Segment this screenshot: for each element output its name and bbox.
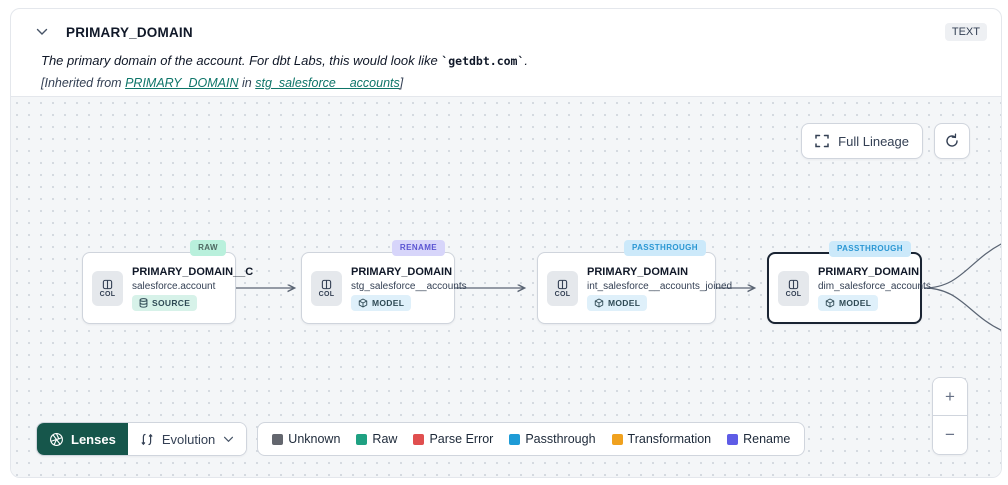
legend-label: Parse Error bbox=[429, 432, 494, 446]
lineage-canvas[interactable]: Full Lineage RAW COL bbox=[11, 96, 1001, 477]
inherited-column-link[interactable]: PRIMARY_DOMAIN bbox=[125, 76, 239, 90]
column-chip: COL bbox=[547, 270, 578, 306]
legend-swatch bbox=[356, 433, 368, 445]
evolution-tag: PASSTHROUGH bbox=[623, 240, 706, 256]
full-lineage-button[interactable]: Full Lineage bbox=[801, 123, 923, 159]
zoom-out-button[interactable]: − bbox=[933, 416, 967, 454]
lenses-control: Lenses Evolution bbox=[36, 422, 248, 456]
refresh-button[interactable] bbox=[934, 123, 970, 159]
resource-type-label: MODEL bbox=[372, 297, 405, 308]
column-header: PRIMARY_DOMAIN TEXT The primary domain o… bbox=[11, 9, 1001, 96]
legend-item-passthrough: Passthrough bbox=[509, 432, 596, 446]
node-subtitle: dim_salesforce_accounts bbox=[818, 280, 931, 292]
lens-selected-value: Evolution bbox=[161, 431, 216, 447]
full-lineage-label: Full Lineage bbox=[838, 133, 909, 149]
node-subtitle: salesforce.account bbox=[132, 280, 216, 292]
col-chip-label: COL bbox=[318, 290, 335, 298]
col-chip-label: COL bbox=[99, 290, 116, 298]
lineage-edges bbox=[236, 243, 1001, 331]
resource-type-label: SOURCE bbox=[152, 297, 191, 308]
zoom-in-button[interactable]: + bbox=[933, 378, 967, 416]
column-title: PRIMARY_DOMAIN bbox=[66, 24, 193, 40]
inherited-middle: in bbox=[238, 76, 256, 90]
lineage-node-intermediate[interactable]: PASSTHROUGH COL PRIMARY_DOMAIN int_sales… bbox=[537, 240, 732, 324]
columns-icon bbox=[557, 279, 568, 290]
col-chip-label: COL bbox=[785, 290, 802, 298]
legend-item-transformation: Transformation bbox=[611, 432, 712, 446]
lenses-label: Lenses bbox=[71, 431, 116, 447]
node-subtitle: int_salesforce__accounts_joined bbox=[587, 280, 733, 292]
legend-item-parse-error: Parse Error bbox=[413, 432, 493, 446]
legend-label: Rename bbox=[743, 432, 791, 446]
resource-type-badge: MODEL bbox=[351, 294, 412, 311]
column-lineage-panel: PRIMARY_DOMAIN TEXT The primary domain o… bbox=[10, 8, 1002, 478]
evolution-tag: PASSTHROUGH bbox=[828, 241, 911, 257]
resource-type-badge: MODEL bbox=[818, 294, 879, 311]
legend-swatch bbox=[509, 433, 521, 445]
description-period: . bbox=[524, 53, 529, 68]
legend-label: Unknown bbox=[288, 432, 341, 446]
collapse-chevron-icon[interactable] bbox=[31, 21, 53, 43]
lens-selector[interactable]: Evolution bbox=[127, 423, 247, 455]
lineage-node-staging[interactable]: RENAME COL PRIMARY_DOMAIN stg_salesforce… bbox=[301, 240, 467, 324]
column-chip: COL bbox=[92, 270, 123, 306]
legend-swatch bbox=[413, 433, 425, 445]
cube-icon bbox=[358, 297, 368, 308]
canvas-toolbar: Full Lineage bbox=[801, 123, 970, 159]
inherited-prefix: [Inherited from bbox=[41, 76, 126, 90]
column-type-badge: TEXT bbox=[944, 23, 987, 41]
columns-icon bbox=[102, 279, 113, 290]
legend-swatch bbox=[727, 433, 739, 445]
zoom-controls: + − bbox=[932, 377, 968, 455]
evolution-tag: RENAME bbox=[391, 240, 445, 256]
node-subtitle: stg_salesforce__accounts bbox=[351, 280, 467, 292]
node-title: PRIMARY_DOMAIN bbox=[818, 265, 920, 278]
legend-item-unknown: Unknown bbox=[272, 432, 340, 446]
resource-type-label: MODEL bbox=[608, 297, 641, 308]
aperture-icon bbox=[49, 432, 64, 447]
cube-icon bbox=[594, 297, 604, 308]
database-icon bbox=[139, 297, 148, 308]
lineage-node-source[interactable]: RAW COL PRIMARY_DOMAIN__C salesforce.acc… bbox=[82, 240, 253, 324]
description-code: `getdbt.com` bbox=[441, 54, 525, 68]
columns-icon bbox=[321, 279, 332, 290]
cube-icon bbox=[825, 297, 835, 308]
node-title: PRIMARY_DOMAIN bbox=[587, 265, 689, 278]
column-chip: COL bbox=[778, 270, 809, 306]
chevron-down-icon bbox=[223, 436, 234, 443]
column-chip: COL bbox=[311, 270, 342, 306]
lineage-node-dim-selected[interactable]: PASSTHROUGH COL PRIMARY_DOMAIN dim_sales… bbox=[767, 241, 931, 324]
inherited-model-link[interactable]: stg_salesforce__accounts bbox=[255, 76, 400, 90]
inherited-from-line: [Inherited from PRIMARY_DOMAIN in stg_sa… bbox=[41, 76, 989, 90]
legend-item-raw: Raw bbox=[356, 432, 397, 446]
resource-type-badge: SOURCE bbox=[132, 294, 198, 311]
description-text: The primary domain of the account. For d… bbox=[41, 53, 442, 68]
inherited-suffix: ] bbox=[399, 76, 404, 90]
column-description: The primary domain of the account. For d… bbox=[41, 53, 989, 68]
resource-type-badge: MODEL bbox=[587, 294, 648, 311]
node-title: PRIMARY_DOMAIN bbox=[351, 265, 453, 278]
canvas-footer: Lenses Evolution Unknown bbox=[36, 422, 806, 456]
evolution-legend: Unknown Raw Parse Error Passthrough Tran… bbox=[257, 422, 806, 456]
legend-item-rename: Rename bbox=[727, 432, 790, 446]
columns-icon bbox=[788, 279, 799, 290]
legend-swatch bbox=[611, 433, 623, 445]
lenses-button[interactable]: Lenses bbox=[37, 423, 128, 455]
legend-label: Raw bbox=[372, 432, 398, 446]
refresh-icon bbox=[944, 133, 960, 149]
evolution-icon bbox=[140, 432, 154, 447]
expand-icon bbox=[815, 134, 829, 148]
node-title: PRIMARY_DOMAIN__C bbox=[132, 265, 254, 278]
legend-label: Transformation bbox=[627, 432, 712, 446]
col-chip-label: COL bbox=[554, 290, 571, 298]
evolution-tag: RAW bbox=[190, 240, 226, 256]
legend-label: Passthrough bbox=[525, 432, 596, 446]
resource-type-label: MODEL bbox=[839, 297, 872, 308]
legend-swatch bbox=[272, 433, 284, 445]
